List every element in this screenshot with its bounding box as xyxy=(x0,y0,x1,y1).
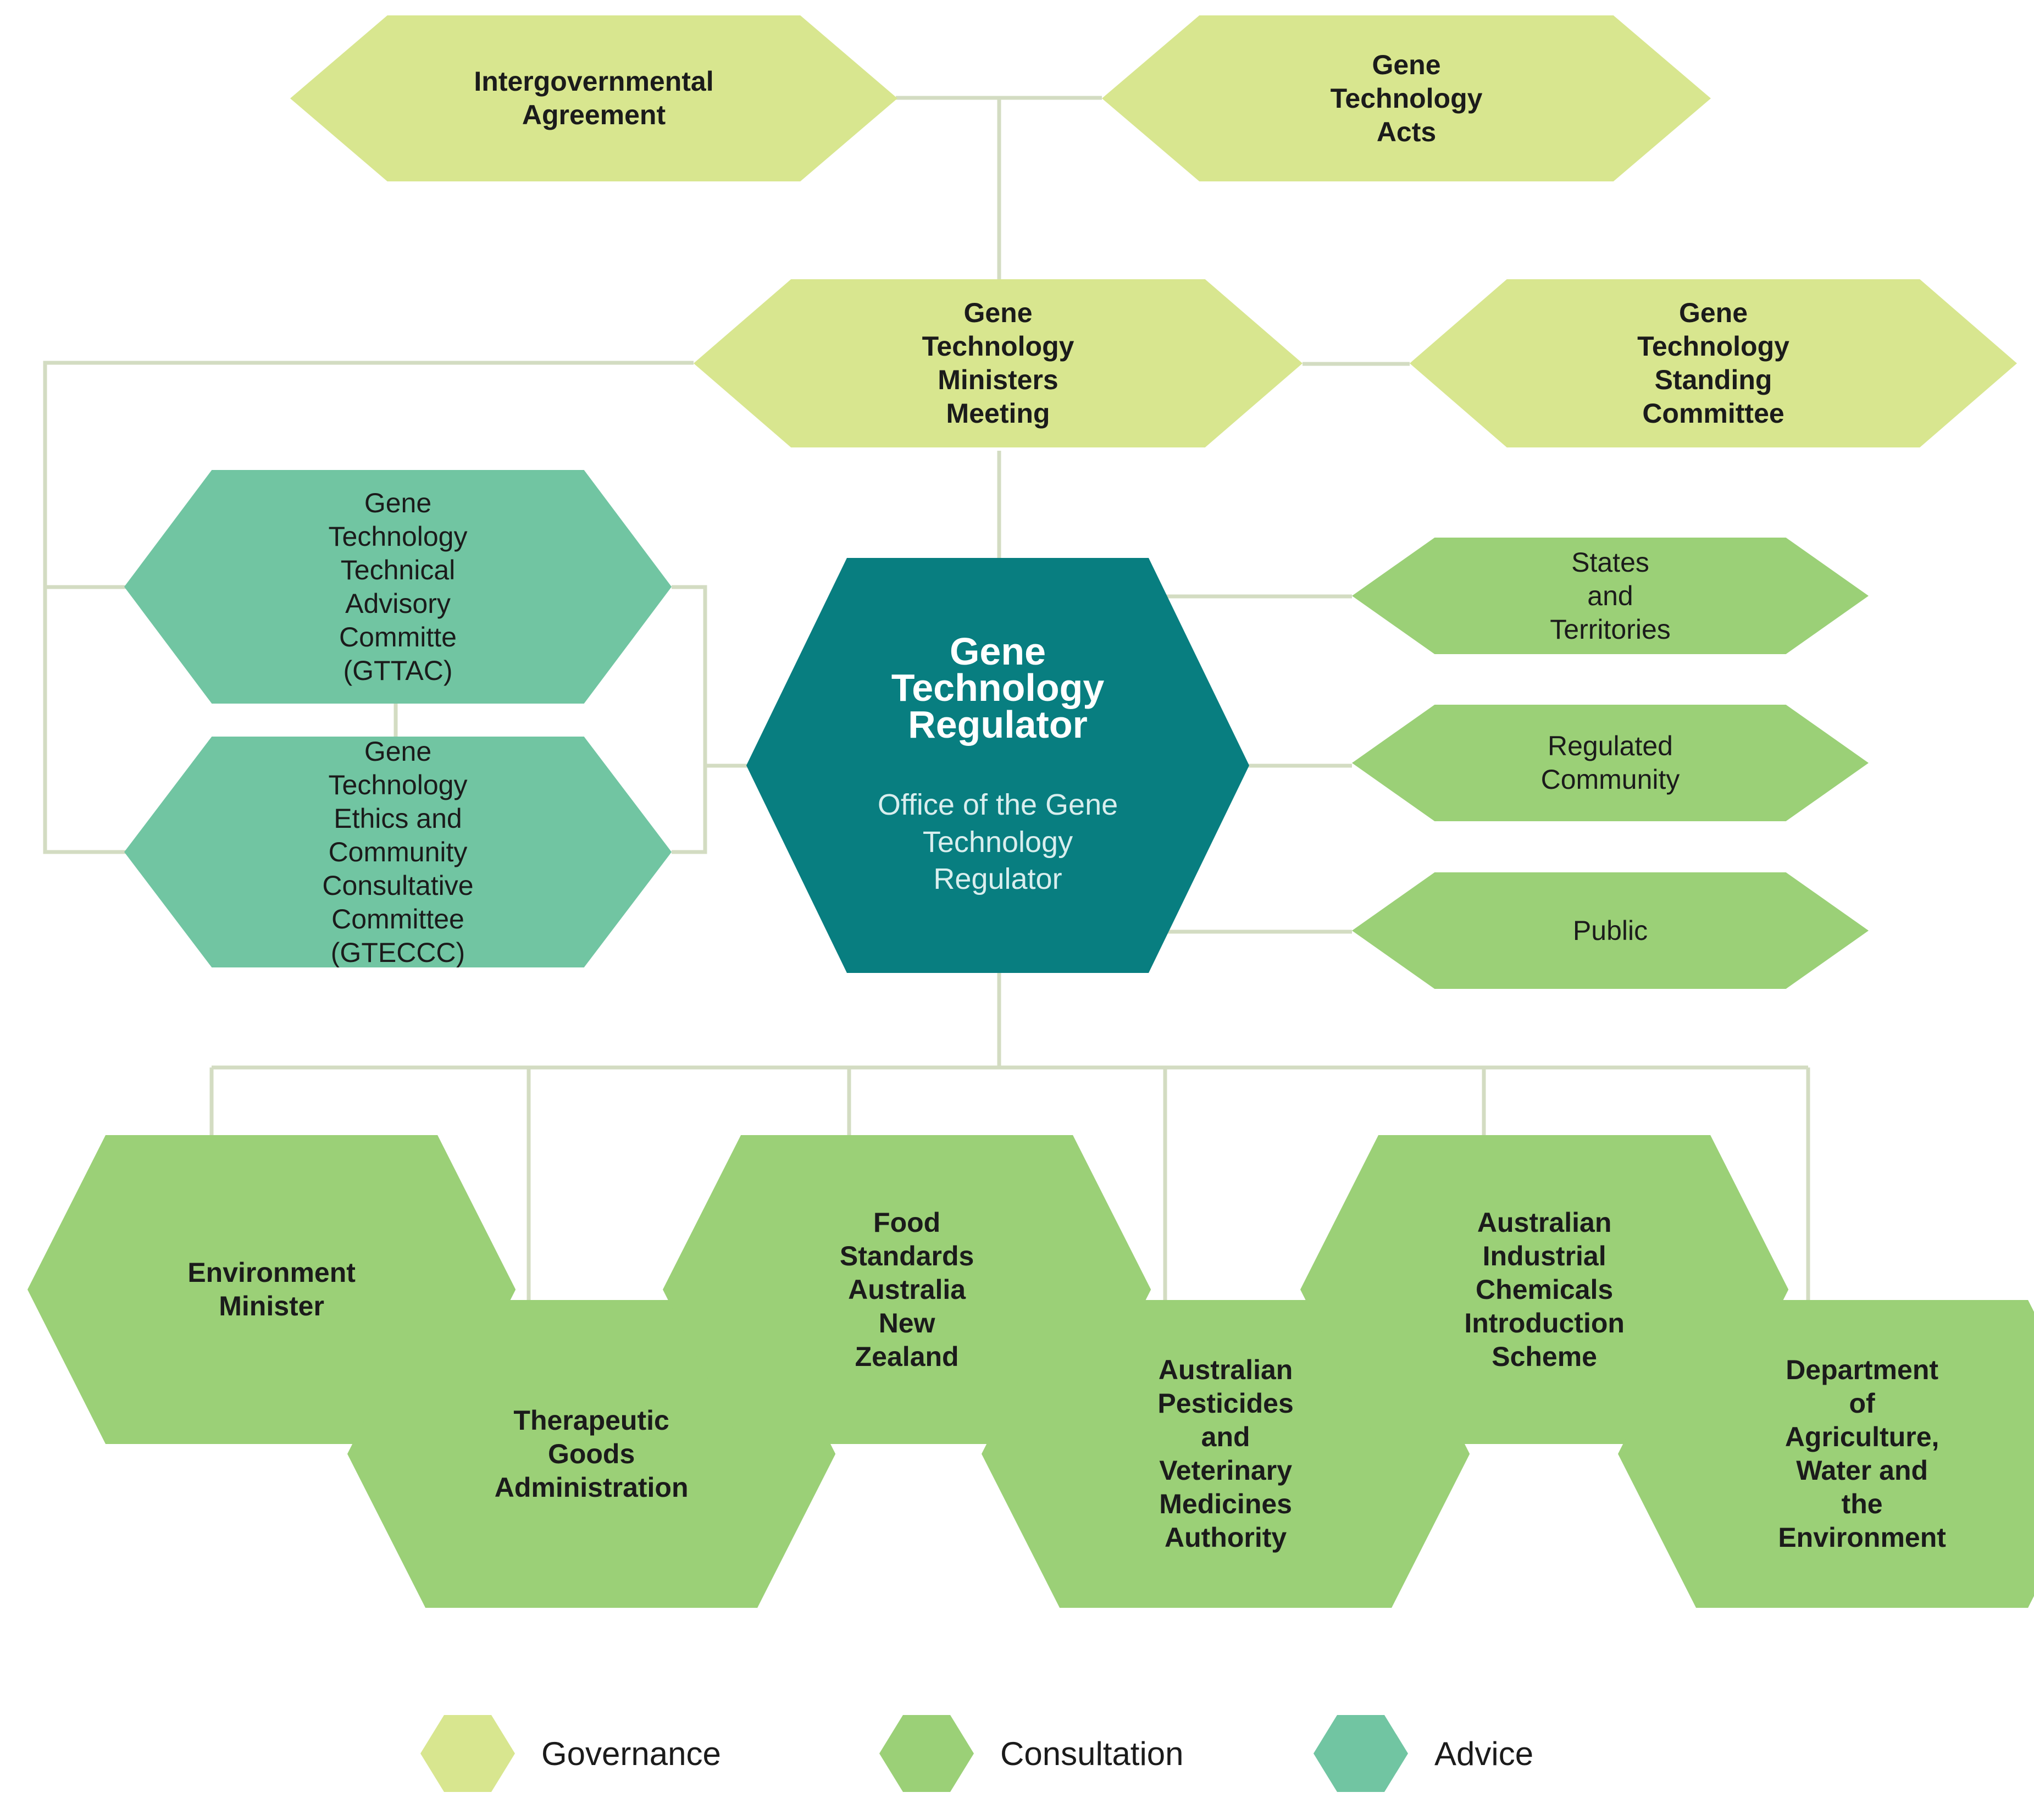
governance-swatch-icon xyxy=(420,1715,515,1792)
connector-left-loop xyxy=(43,361,694,854)
legend-governance-label: Governance xyxy=(541,1735,721,1772)
public-node: Public xyxy=(1352,872,1869,989)
gttac-label: Gene Technology Technical Advisory Commi… xyxy=(328,487,468,686)
regulated-community-label: Regulated Community xyxy=(1540,731,1680,795)
apvma-node: Australian Pesticides and Veterinary Med… xyxy=(982,1300,1470,1608)
environment-minister-label: Environment Minister xyxy=(187,1257,356,1321)
ministers-meeting-label: Gene Technology Ministers Meeting xyxy=(922,297,1074,429)
intergovernmental-agreement-node: Intergovernmental Agreement xyxy=(290,15,897,181)
legend-consultation-label: Consultation xyxy=(1000,1735,1184,1772)
legend-consultation: Consultation xyxy=(879,1715,1184,1792)
connector-bottom-bus xyxy=(209,973,1810,1300)
legend-advice: Advice xyxy=(1313,1715,1533,1792)
gene-technology-regulator-node: Gene Technology Regulator Office of the … xyxy=(746,558,1249,973)
legend-advice-label: Advice xyxy=(1434,1735,1534,1772)
public-label: Public xyxy=(1572,915,1648,946)
dawe-node: Department of Agriculture, Water and the… xyxy=(1618,1300,2034,1608)
gttac-node: Gene Technology Technical Advisory Commi… xyxy=(124,470,672,704)
aicis-label: Australian Industrial Chemicals Introduc… xyxy=(1464,1207,1625,1372)
standing-committee-node: Gene Technology Standing Committee xyxy=(1410,279,2017,447)
gene-technology-acts-node: Gene Technology Acts xyxy=(1102,15,1711,181)
states-territories-label: States and Territories xyxy=(1550,546,1671,645)
regulator-subtitle: Office of the Gene Technology Regulator xyxy=(877,788,1118,895)
connector-regulator-right xyxy=(1143,594,1352,934)
legend-governance: Governance xyxy=(420,1715,721,1792)
standing-committee-label: Gene Technology Standing Committee xyxy=(1637,297,1789,429)
states-territories-node: States and Territories xyxy=(1352,538,1869,654)
food-standards-label: Food Standards Australia New Zealand xyxy=(839,1207,974,1372)
gteccc-node: Gene Technology Ethics and Community Con… xyxy=(124,737,672,967)
connector-advisory-bracket xyxy=(394,585,747,854)
therapeutic-goods-node: Therapeutic Goods Administration xyxy=(347,1300,836,1608)
gene-technology-acts-label: Gene Technology Acts xyxy=(1330,49,1483,147)
ministers-meeting-node: Gene Technology Ministers Meeting xyxy=(694,279,1303,447)
dawe-label: Department of Agriculture, Water and the… xyxy=(1778,1354,1946,1553)
aicis-node: Australian Industrial Chemicals Introduc… xyxy=(1300,1135,1789,1444)
apvma-label: Australian Pesticides and Veterinary Med… xyxy=(1157,1354,1294,1553)
intergovernmental-agreement-label: Intergovernmental Agreement xyxy=(474,66,714,130)
therapeutic-goods-label: Therapeutic Goods Administration xyxy=(494,1404,689,1503)
gteccc-label: Gene Technology Ethics and Community Con… xyxy=(322,735,474,968)
regulator-title: Gene Technology Regulator xyxy=(891,629,1105,746)
advice-swatch-icon xyxy=(1313,1715,1408,1792)
consultation-swatch-icon xyxy=(879,1715,974,1792)
regulated-community-node: Regulated Community xyxy=(1352,705,1869,821)
